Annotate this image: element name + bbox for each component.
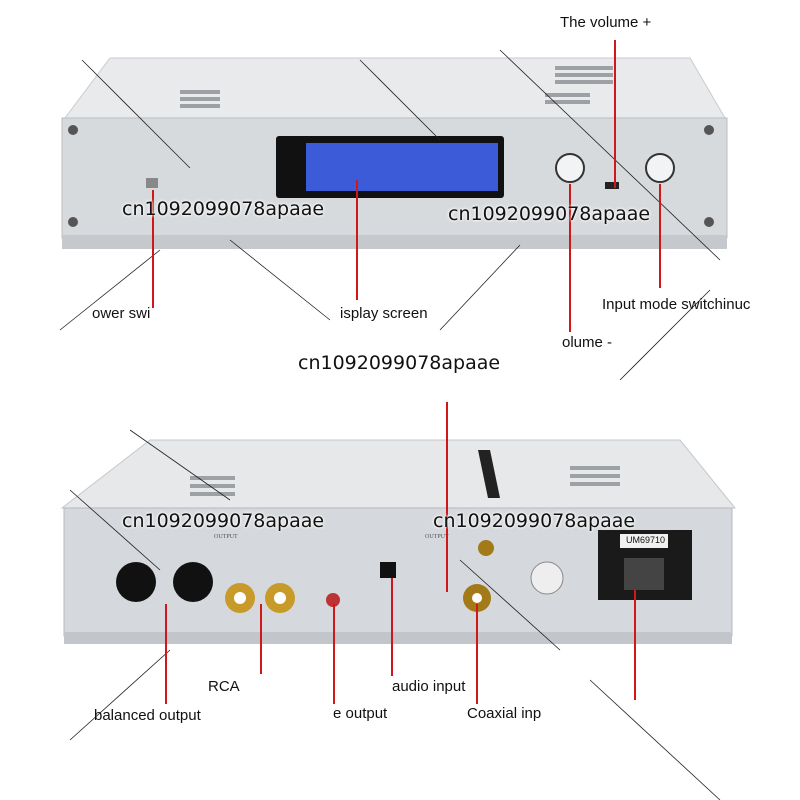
watermark-5: cn1092099078apaae — [433, 510, 636, 532]
label-headphone-output: e output — [333, 705, 388, 722]
leader-rca — [260, 604, 262, 674]
leader-antenna — [446, 402, 448, 592]
front-panel-photo — [0, 0, 800, 380]
label-volume-minus: olume - — [562, 334, 613, 351]
leader-power-inlet — [634, 590, 636, 700]
label-display-screen: isplay screen — [340, 305, 428, 322]
watermark-3: cn1092099078apaae — [298, 352, 501, 374]
watermark-4: cn1092099078apaae — [122, 510, 325, 532]
label-volume-plus: The volume + — [560, 14, 652, 31]
front-panel-drawing — [59, 49, 728, 380]
label-rca: RCA — [208, 678, 240, 695]
leader-balanced — [165, 604, 167, 704]
leader-display — [356, 180, 358, 300]
leader-volume-minus — [569, 184, 571, 332]
leader-power — [152, 190, 154, 308]
leader-input-mode — [659, 184, 661, 288]
leader-coaxial — [476, 604, 478, 704]
rear-panel-drawing — [60, 429, 737, 800]
watermark-2: cn1092099078apaae — [448, 203, 651, 225]
label-balanced-output: balanced output — [94, 707, 201, 724]
leader-headphone — [333, 604, 335, 704]
label-coaxial-input: Coaxial inp — [467, 705, 542, 722]
label-power-switch: ower swi — [92, 305, 151, 322]
rear-panel-photo: OUTPUT OUTPUT UM69710 — [0, 400, 800, 800]
leader-volume-plus — [614, 40, 616, 188]
label-input-mode: Input mode switchinuc — [602, 296, 751, 313]
fuse-sticker-label: UM69710 — [626, 535, 666, 545]
leader-optical — [391, 578, 393, 676]
output-label-right: OUTPUT — [425, 534, 449, 540]
output-label-left: OUTPUT — [214, 534, 238, 540]
watermark-1: cn1092099078apaae — [122, 198, 325, 220]
label-digital-input: audio input — [392, 678, 466, 695]
